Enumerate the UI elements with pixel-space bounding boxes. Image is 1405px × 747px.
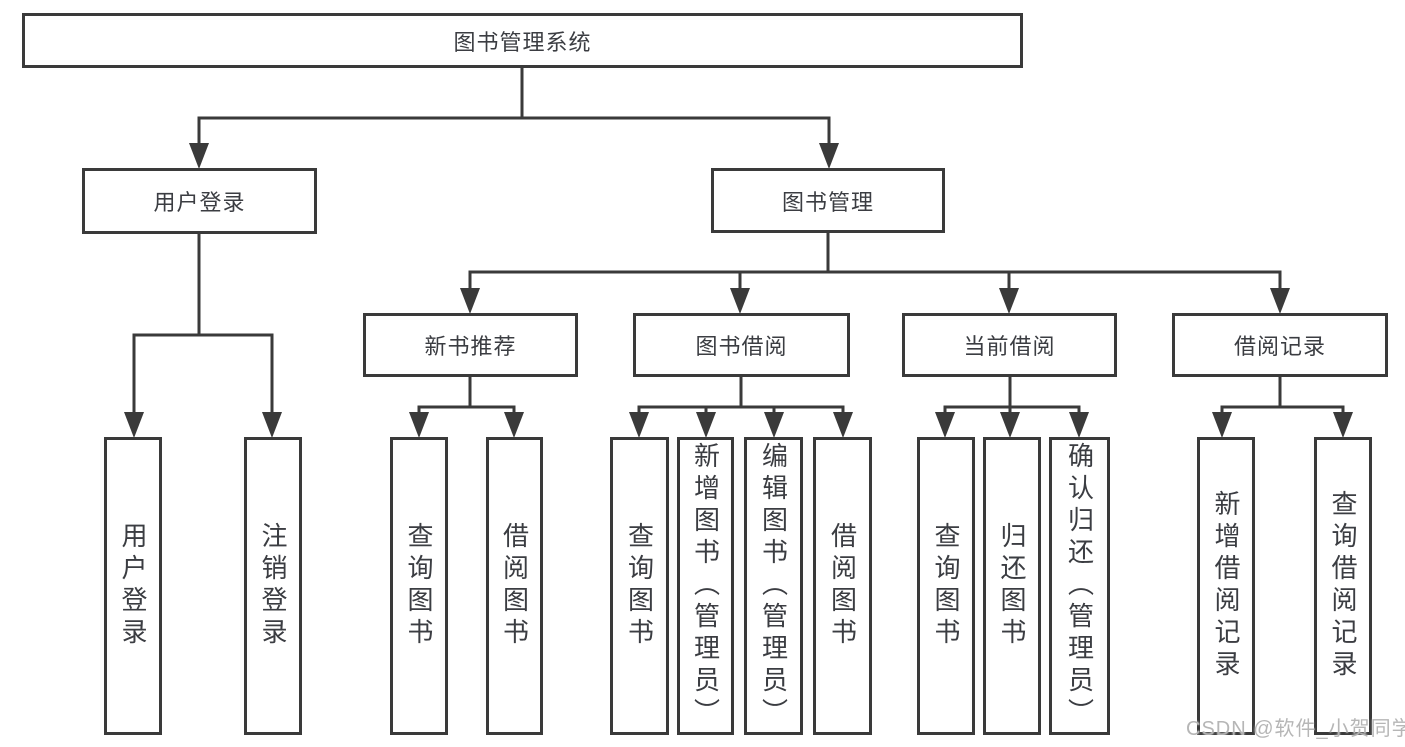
leaf-user-login: 用户登录 [104, 437, 162, 735]
leaf-query-books-recommend: 查询图书 [390, 437, 448, 735]
leaf-borrow-books-recommend: 借阅图书 [486, 437, 543, 735]
leaf-borrow-books-borrowing: 借阅图书 [813, 437, 872, 735]
leaf-return-books: 归还图书 [983, 437, 1041, 735]
node-current-borrowing: 当前借阅 [902, 313, 1117, 377]
leaf-add-borrow-record: 新增借阅记录 [1197, 437, 1255, 735]
leaf-query-borrow-record: 查询借阅记录 [1314, 437, 1372, 735]
node-new-book-recommend: 新书推荐 [363, 313, 578, 377]
csdn-watermark: CSDN @软件_小贺同学 [1186, 718, 1405, 740]
leaf-query-books-current: 查询图书 [917, 437, 975, 735]
leaf-confirm-return-admin: 确认归还（管理员） [1049, 437, 1110, 735]
node-book-management: 图书管理 [711, 168, 945, 233]
leaf-add-books-admin: 新增图书（管理员） [677, 437, 734, 735]
leaf-query-books-borrowing: 查询图书 [610, 437, 669, 735]
node-user-login: 用户登录 [82, 168, 317, 234]
node-borrowing-records: 借阅记录 [1172, 313, 1388, 377]
leaf-edit-books-admin: 编辑图书（管理员） [744, 437, 803, 735]
node-book-borrowing: 图书借阅 [633, 313, 850, 377]
leaf-logout-login: 注销登录 [244, 437, 302, 735]
node-library-management-system: 图书管理系统 [22, 13, 1023, 68]
